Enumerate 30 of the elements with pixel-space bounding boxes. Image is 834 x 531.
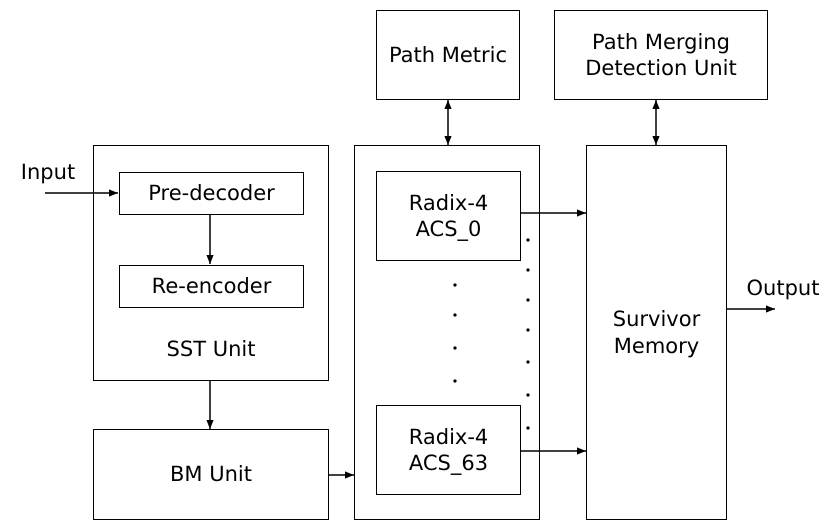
box-label: Re-encoder xyxy=(152,273,272,300)
arrow xyxy=(520,209,586,217)
box-label: Radix-4 ACS_63 xyxy=(408,424,490,476)
box-label: Pre-decoder xyxy=(148,180,275,207)
io-text: Input xyxy=(20,158,76,186)
process-box xyxy=(586,145,727,520)
process-box xyxy=(119,265,304,308)
box-label: Path Merging Detection Unit xyxy=(584,28,738,82)
process-box xyxy=(376,171,521,261)
process-box xyxy=(554,10,768,100)
io-text: Output xyxy=(746,274,820,302)
arrow xyxy=(652,100,660,145)
arrow xyxy=(444,100,452,145)
arrow xyxy=(727,305,775,313)
module-frame xyxy=(354,145,540,520)
process-box xyxy=(376,10,520,100)
box-label: Path Metric xyxy=(388,42,508,68)
process-box xyxy=(376,405,521,495)
arrow xyxy=(206,381,214,429)
arrow xyxy=(520,447,586,455)
box-label: BM Unit xyxy=(170,461,252,488)
arrow xyxy=(45,189,118,197)
process-box xyxy=(119,172,304,215)
process-box xyxy=(93,429,329,520)
process-box xyxy=(93,145,329,381)
box-label: Radix-4 ACS_0 xyxy=(408,190,490,242)
box-label: SST Unit xyxy=(166,336,256,362)
box-label: Survivor Memory xyxy=(612,306,702,359)
arrow xyxy=(329,471,354,479)
arrow xyxy=(206,214,214,264)
